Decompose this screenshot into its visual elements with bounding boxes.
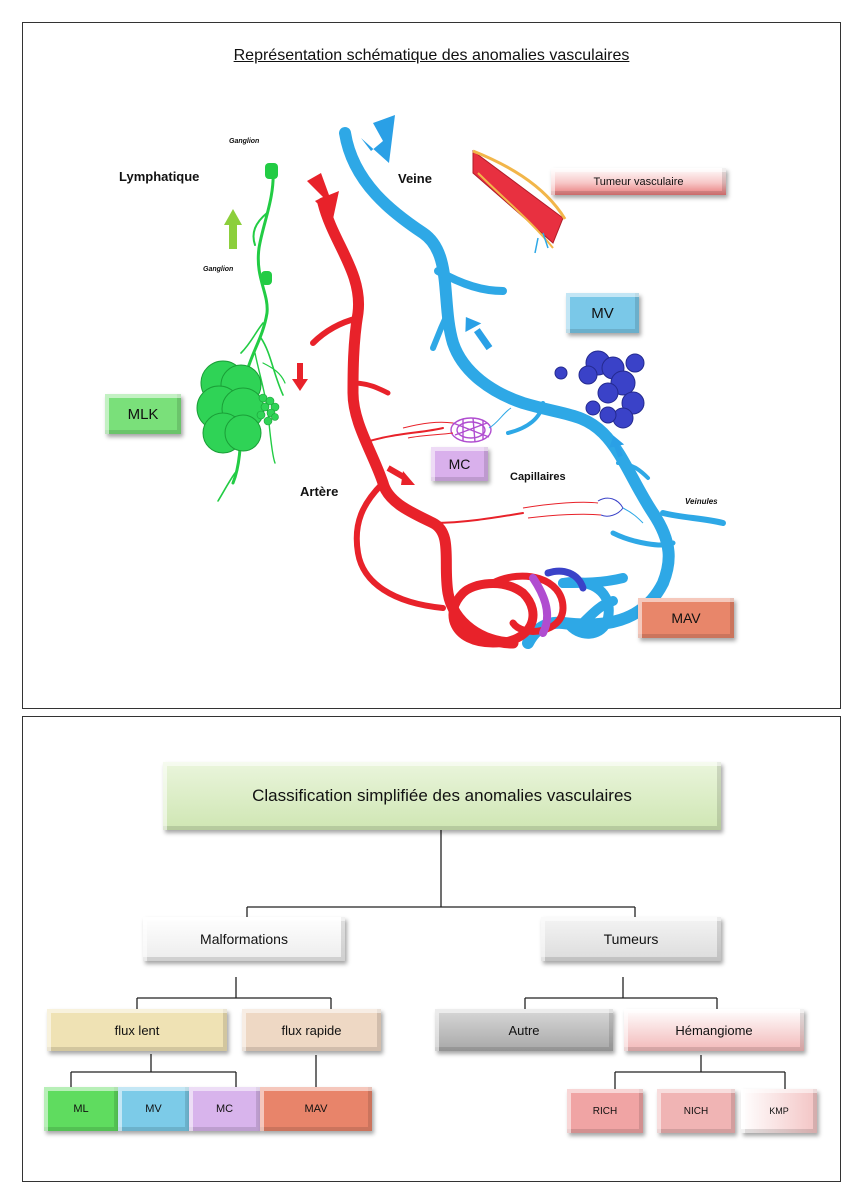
box-mc: MC bbox=[431, 447, 488, 481]
classification-panel: Classification simplifiée des anomalies … bbox=[22, 716, 841, 1182]
tumour-illustration bbox=[472, 149, 567, 254]
box-tumeurs: Tumeurs bbox=[541, 917, 721, 961]
box-hemangiome: Hémangiome bbox=[624, 1009, 804, 1051]
box-flux-lent: flux lent bbox=[47, 1009, 227, 1051]
box-nich: NICH bbox=[657, 1089, 735, 1133]
label-ganglion-top: Ganglion bbox=[229, 138, 260, 145]
box-flux-rapide: flux rapide bbox=[242, 1009, 381, 1051]
box-kmp: KMP bbox=[741, 1089, 817, 1133]
box-mv-class: MV bbox=[118, 1087, 189, 1131]
capillary-malformation-mesh bbox=[450, 417, 492, 443]
vein-flow-arrow bbox=[361, 115, 395, 163]
lymph-vesicles bbox=[256, 393, 280, 426]
box-mav: MAV bbox=[638, 598, 734, 638]
box-rich: RICH bbox=[567, 1089, 643, 1133]
label-veine: Veine bbox=[398, 171, 432, 186]
label-artere: Artère bbox=[300, 484, 339, 499]
box-mv: MV bbox=[566, 293, 639, 333]
capillary-network bbox=[402, 407, 644, 524]
venule-arrow bbox=[609, 435, 625, 458]
box-ml: ML bbox=[44, 1087, 118, 1131]
arteriovenous-malformation-tangle bbox=[448, 567, 614, 648]
vascular-schema-panel: Représentation schématique des anomalies… bbox=[22, 22, 841, 709]
schema-title: Représentation schématique des anomalies… bbox=[233, 47, 630, 64]
vein-branch-arrow bbox=[465, 317, 493, 351]
box-autre: Autre bbox=[435, 1009, 613, 1051]
box-root-classification: Classification simplifiée des anomalies … bbox=[163, 762, 721, 830]
artery-capillary-arrow bbox=[386, 465, 415, 485]
vascular-schema-drawing bbox=[196, 115, 726, 649]
artery-flow-arrow bbox=[307, 173, 339, 219]
box-mlk: MLK bbox=[105, 394, 181, 434]
box-mav-class: MAV bbox=[260, 1087, 372, 1131]
ganglion-node-top bbox=[265, 163, 278, 179]
label-lymphatique: Lymphatique bbox=[119, 169, 200, 184]
box-malformations: Malformations bbox=[143, 917, 345, 961]
classification-tree-lines bbox=[70, 830, 786, 1089]
artery-branch-arrow bbox=[292, 363, 308, 391]
box-mc-class: MC bbox=[189, 1087, 260, 1131]
venous-malformation-cluster bbox=[554, 350, 645, 429]
label-capillaires: Capillaires bbox=[510, 471, 566, 483]
lymphatic-malformation-cluster bbox=[196, 360, 265, 454]
label-ganglion-mid: Ganglion bbox=[203, 266, 234, 273]
ganglion-node-mid bbox=[261, 271, 272, 285]
artery-vessel bbox=[310, 197, 524, 649]
label-veinules: Veinules bbox=[685, 497, 718, 506]
lymph-flow-arrow bbox=[224, 209, 242, 249]
box-tumeur-vasculaire: Tumeur vasculaire bbox=[551, 168, 726, 195]
